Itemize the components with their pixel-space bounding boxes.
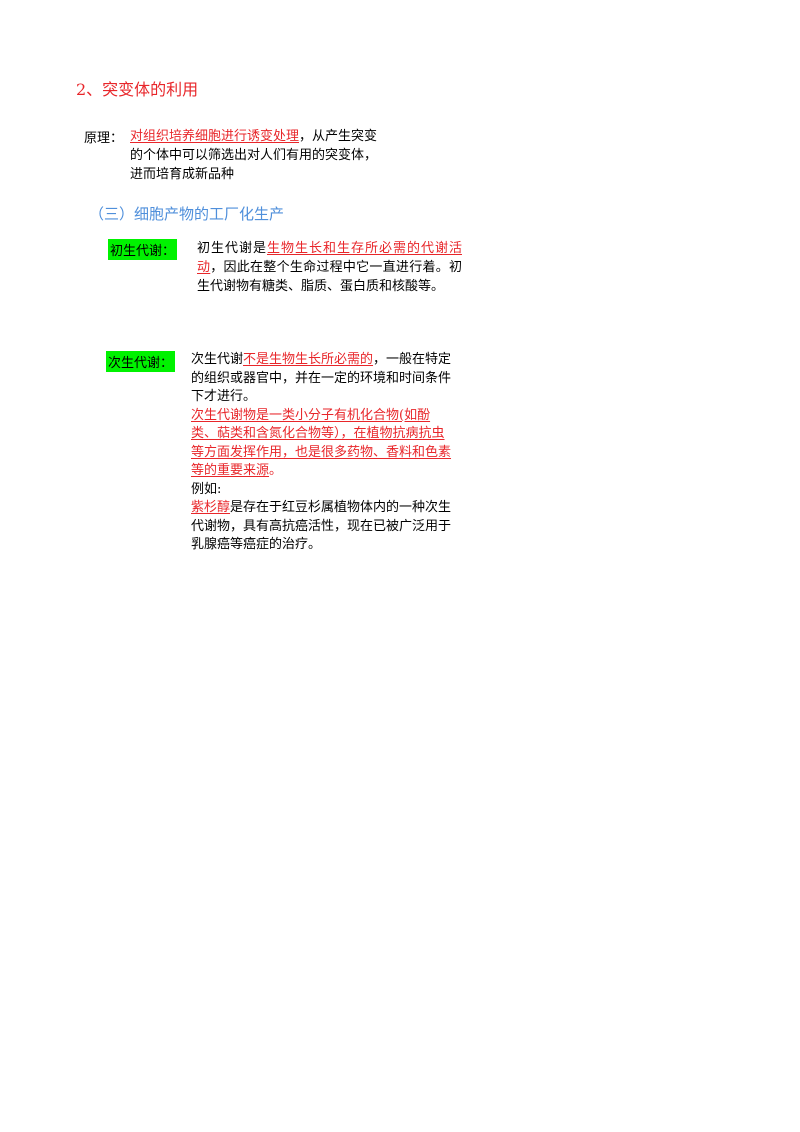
secondary-highlight: 不是生物生长所必需的: [243, 352, 374, 367]
secondary-products-highlight: 次生代谢物是一类小分子有机化合物(如酚类、萜类和含氮化合物等），在植物抗病抗虫等…: [191, 407, 452, 479]
primary-rest: ，因此在整个生命过程中它一直进行着。初生代谢物有糖类、脂质、蛋白质和核酸等。: [197, 260, 462, 294]
example-rest: 是存在于红豆杉属植物体内的一种次生代谢物，具有高抗癌活性，现在已被广泛用于乳腺癌…: [191, 500, 452, 552]
secondary-metabolism-text: 次生代谢不是生物生长所必需的，一般在特定的组织或器官中，并在一定的环境和时间条件…: [191, 351, 456, 555]
secondary-lead: 次生代谢: [191, 352, 244, 367]
primary-lead: 初生代谢是: [197, 241, 267, 256]
principle-highlight: 对组织培养细胞进行诱变处理: [130, 129, 300, 144]
secondary-rest: ，一般在特定的组织或器官中，并在一定的环境和时间条件下才进行。: [191, 352, 452, 404]
secondary-definition: 次生代谢不是生物生长所必需的，一般在特定的组织或器官中，并在一定的环境和时间条件…: [191, 351, 456, 407]
secondary-metabolism-label: 次生代谢：: [106, 351, 176, 372]
primary-metabolism-text: 初生代谢是生物生长和生存所必需的代谢活动，因此在整个生命过程中它一直进行着。初生…: [197, 239, 462, 296]
section-title: （三）细胞产物的工厂化生产: [89, 205, 285, 223]
principle-label: 原理：: [84, 131, 124, 146]
section-heading: 2、突变体的利用: [76, 80, 199, 99]
example-label: 例如:: [191, 481, 222, 497]
example-text: 紫杉醇是存在于红豆杉属植物体内的一种次生代谢物，具有高抗癌活性，现在已被广泛用于…: [191, 499, 456, 555]
secondary-products: 次生代谢物是一类小分子有机化合物(如酚类、萜类和含氮化合物等），在植物抗病抗虫等…: [191, 407, 456, 481]
primary-metabolism-label: 初生代谢：: [108, 239, 178, 260]
secondary-products-end: 。: [269, 463, 283, 478]
example-highlight: 紫杉醇: [191, 500, 231, 515]
primary-highlight: 生物生长和生存所必需的代谢活动: [197, 241, 462, 275]
principle-rest: ，从产生突变的个体中可以筛选出对人们有用的突变体，进而培育成新品种: [130, 129, 378, 182]
principle-text: 对组织培养细胞进行诱变处理，从产生突变的个体中可以筛选出对人们有用的突变体，进而…: [130, 127, 388, 184]
